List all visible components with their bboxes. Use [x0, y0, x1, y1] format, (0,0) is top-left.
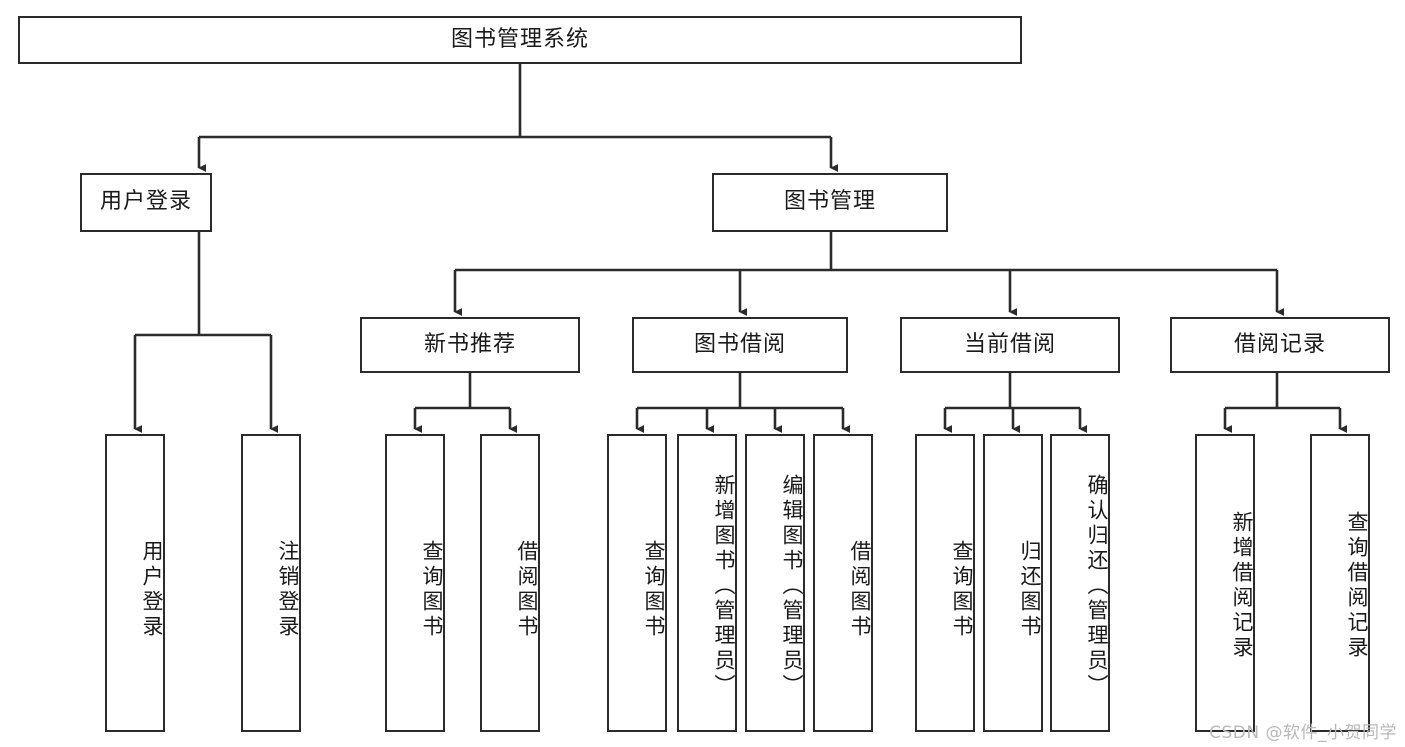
leaf-new-book-borrow-book[interactable]: 借阅图书: [480, 434, 540, 732]
leaf-book-borrow-add-book-admin[interactable]: 新增图书（管理员）: [677, 434, 737, 732]
leaf-borrow-record-query-record[interactable]: 查询借阅记录: [1310, 434, 1370, 732]
leaf-book-borrow-query-book[interactable]: 查询图书: [607, 434, 667, 732]
leaf-user-login-login[interactable]: 用户登录: [105, 434, 165, 732]
node-root-book-management-system[interactable]: 图书管理系统: [18, 16, 1022, 64]
leaf-current-borrow-return-book[interactable]: 归还图书: [983, 434, 1043, 732]
node-book-borrow[interactable]: 图书借阅: [632, 317, 848, 373]
leaf-new-book-query-book[interactable]: 查询图书: [385, 434, 445, 732]
leaf-current-borrow-confirm-return-admin[interactable]: 确认归还（管理员）: [1050, 434, 1110, 732]
leaf-book-borrow-edit-book-admin[interactable]: 编辑图书（管理员）: [745, 434, 805, 732]
node-user-login[interactable]: 用户登录: [80, 173, 212, 232]
node-current-borrow[interactable]: 当前借阅: [900, 317, 1120, 373]
leaf-user-login-logout[interactable]: 注销登录: [241, 434, 301, 732]
watermark-credit: CSDN @软件_小贺同学: [1209, 723, 1397, 743]
node-new-book-recommend[interactable]: 新书推荐: [360, 317, 580, 373]
leaf-borrow-record-add-record[interactable]: 新增借阅记录: [1195, 434, 1255, 732]
node-book-management[interactable]: 图书管理: [712, 173, 948, 232]
node-borrow-record[interactable]: 借阅记录: [1170, 317, 1390, 373]
leaf-book-borrow-borrow-book[interactable]: 借阅图书: [813, 434, 873, 732]
leaf-current-borrow-query-book[interactable]: 查询图书: [915, 434, 975, 732]
